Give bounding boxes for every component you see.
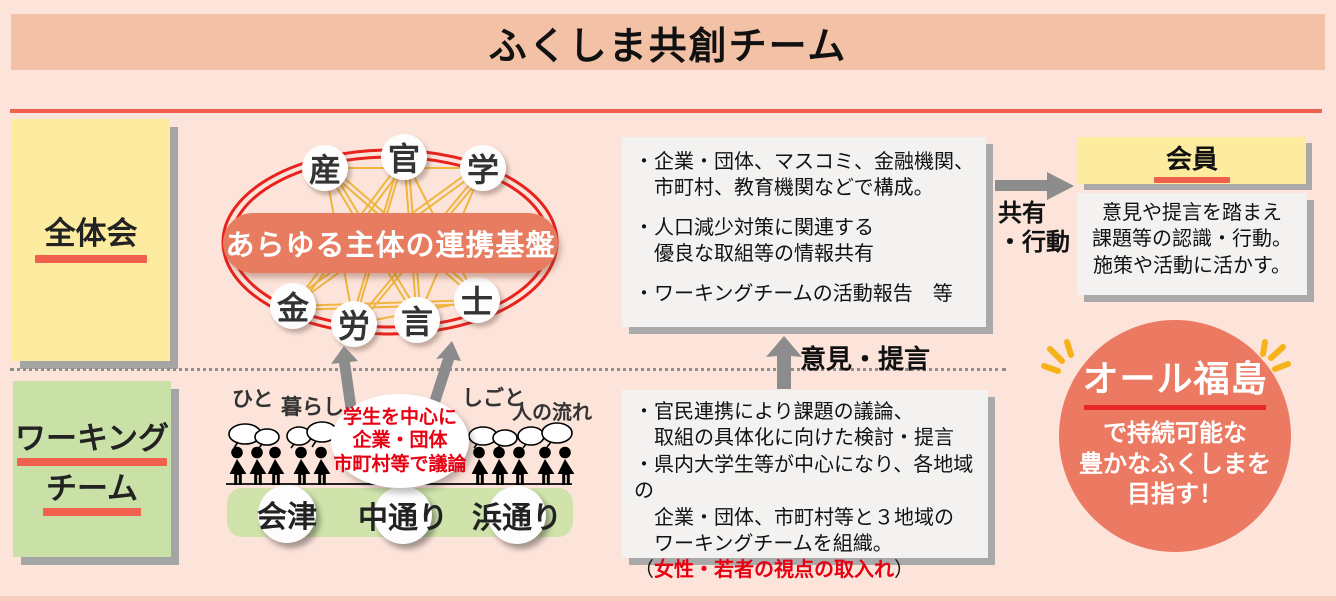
member-title-box: 会員 [1078,137,1306,184]
working-line-5: ワーキングチームを組織。 [634,532,893,555]
working-line-3: ・県内大学生等が中心になり、各地域の [634,453,974,503]
plenary-bullet-1-line-1: ・企業・団体、マスコミ、金融機関、 [634,151,974,173]
people-group-right [471,446,575,485]
working-red-note: 女性・若者の視点の取入れ [654,559,894,582]
working-team-label-1: ワーキング [14,420,170,456]
people-groups-graphic [226,421,575,485]
page-title: ふくしま共創チーム [488,25,848,68]
plenary-session-box: 全体会 [12,119,170,361]
plenary-session-label: 全体会 [44,216,138,252]
label-living: 暮らし [281,396,344,419]
goal-title-underline [1084,405,1266,410]
member-title-underline [1154,176,1230,183]
top-divider-line [10,109,1322,113]
network-node-academia: 学 [460,145,506,191]
network-node-labor: 労 [331,301,377,347]
speech-bubble-icons [228,421,573,450]
opinion-proposal-label: 意見・提言 [800,344,931,374]
opinion-proposal-arrow-icon [766,336,802,389]
member-line-3: 施策や活動に活かす。 [1093,254,1291,277]
section-divider-dotted [10,368,1006,371]
student-discussion-cloud: 学生を中心に 企業・団体 市町村等で議論 [331,394,469,488]
sparkle-left-icon [1041,339,1074,374]
network-node-government: 官 [381,134,427,180]
working-team-underline-2 [43,508,141,517]
member-line-1: 意見や提言を踏まえ [1102,202,1282,224]
plenary-bullet-2-line-2: 優良な取組等の情報共有 [634,243,874,266]
plenary-bullet-3: ・ワーキングチームの活動報告 等 [634,282,953,305]
goal-line-2: 豊かなふくしまを [1079,450,1271,478]
goal-line-1: で持続可能な [1103,420,1247,447]
network-node-industry: 産 [302,145,348,191]
working-paren-open: （ [634,559,654,582]
working-team-label-2: チーム [45,471,139,506]
share-label-line-1: 共有 [998,200,1046,227]
plenary-bullet-1-line-2: 市町村、教育機関などで構成。 [634,177,934,200]
share-action-label: 共有 ・行動 [998,199,1070,258]
share-action-arrow-icon [995,172,1074,200]
network-node-finance: 金 [270,283,316,329]
share-label-line-2: ・行動 [998,229,1070,257]
member-description-box: 意見や提言を踏まえ 課題等の認識・行動。 施策や活動に活かす。 [1077,193,1307,295]
working-team-box: ワーキング チーム [13,381,171,557]
member-line-2: 課題等の認識・行動。 [1092,228,1292,251]
network-node-media: 言 [394,297,440,343]
bottom-edge-strip [0,596,1336,601]
working-team-underline-1 [17,458,167,466]
label-people: ひと [232,388,274,411]
region-circle-aizu: 会津 [257,485,317,543]
partnership-base-pill: あらゆる主体の連携基盤 [223,213,558,273]
member-title: 会員 [1165,143,1218,174]
network-node-professional: 士 [454,277,500,323]
working-paren-close: ） [894,559,914,582]
label-peopleflow: 人の流れ [512,402,592,424]
plenary-description-box: ・企業・団体、マスコミ、金融機関、 市町村、教育機関などで構成。 ・人口減少対策… [622,137,986,327]
plenary-bullet-2-line-1: ・人口減少対策に関連する [634,216,874,239]
sparkle-right-icon [1260,339,1291,372]
title-bar: ふくしま共創チーム [11,14,1325,70]
goal-circle: オール福島 で持続可能な 豊かなふくしまを 目指す！ [1059,320,1291,552]
goal-title: オール福島 [1082,358,1268,399]
working-line-1: ・官民連携により課題の議論、 [634,401,914,423]
plenary-underline [35,254,147,263]
label-work: しごと [462,387,525,410]
working-description-box: ・官民連携により課題の議論、 取組の具体化に向けた検討・提言 ・県内大学生等が中… [622,390,988,581]
region-circle-nakadori: 中通り [358,486,448,544]
cloud-line-1: 学生を中心に [342,407,457,429]
cloud-line-3: 市町村等で議論 [333,453,467,475]
region-circle-hamadori: 浜通り [472,486,562,544]
student-cloud-arrows-icon [331,341,461,412]
goal-line-3: 目指す！ [1127,481,1223,509]
cloud-line-2: 企業・団体 [352,430,448,452]
working-line-2: 取組の具体化に向けた検討・提言 [634,427,954,450]
working-line-4: 企業・団体、市町村等と３地域の [634,506,954,529]
people-group-left [229,446,331,485]
